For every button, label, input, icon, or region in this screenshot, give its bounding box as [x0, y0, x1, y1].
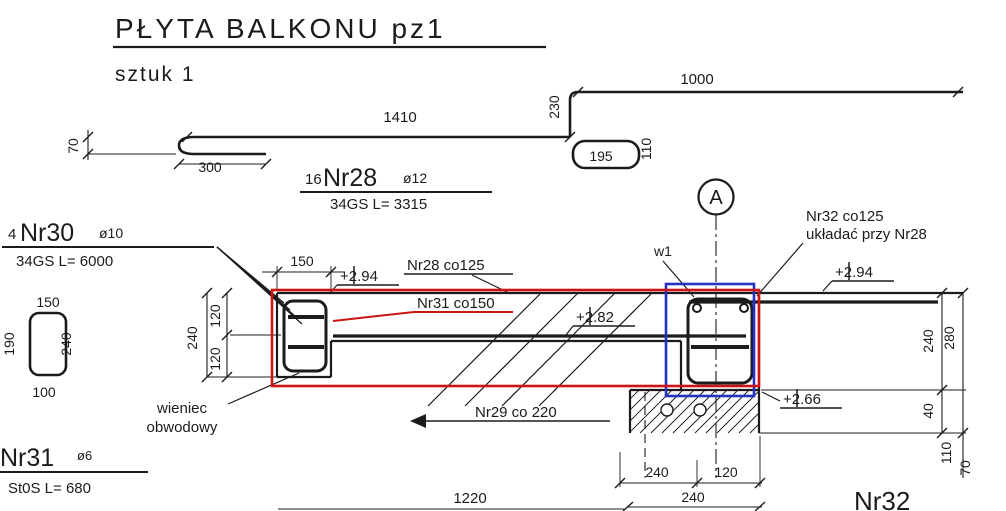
- dim-hook-height: 70: [65, 138, 81, 154]
- nr29-spacing-label: Nr29 co 220: [475, 404, 557, 421]
- nr28-spacing-label: Nr28 co125: [407, 257, 485, 274]
- bar-nr30-steel: 34GS L= 6000: [16, 253, 113, 270]
- dim-right-total: 280: [941, 326, 957, 350]
- bar-nr30-name: Nr30: [20, 219, 74, 247]
- dim-bottom-total: 1220: [453, 490, 486, 507]
- level-marks: +2.94 +2.82 +2.94 +2.66: [328, 262, 894, 409]
- bar-nr30-label: 4 Nr30 ø10 34GS L= 6000: [2, 219, 303, 325]
- nr32-note-line1: Nr32 co125: [806, 208, 884, 225]
- dim-bar-rise: 230: [546, 95, 562, 119]
- nr31-red-leader: [332, 311, 415, 322]
- dim-left-total: 240: [184, 326, 200, 350]
- ring-beam-note: wieniec obwodowy: [147, 372, 300, 436]
- anchor-circle: [693, 403, 707, 417]
- dim-right-drop: 40: [920, 403, 936, 419]
- bar-nr32-name: Nr32: [854, 486, 910, 511]
- bar-nr28-diameter: ø12: [403, 170, 427, 186]
- bar-nr30-diameter: ø10: [99, 225, 123, 241]
- weld-mark-label: w1: [653, 243, 672, 259]
- bar-nr28-name: Nr28: [323, 164, 377, 192]
- dim-bottom-seg1: 240: [645, 464, 669, 480]
- dim-beam-width-label: 150: [290, 253, 314, 269]
- bar-nr28-shape: 70 300 1410 230 1000 195 110: [65, 71, 964, 175]
- nr32-note-line2: układać przy Nr28: [806, 226, 927, 243]
- bar-nr31-label: Nr31 ø6 St0S L= 680: [0, 444, 148, 497]
- stirrup-profile: 150 190 240 100: [1, 294, 74, 400]
- quantity-label: sztuk 1: [115, 63, 196, 86]
- dims-left: 240 120 120: [184, 287, 281, 383]
- axis-label: A: [709, 187, 723, 209]
- section-outline: [275, 291, 963, 392]
- stirrup-outline: [28, 311, 68, 377]
- ring-beam-line1: wieniec: [156, 400, 208, 417]
- rebar-section-dot: [692, 303, 702, 313]
- bar-end-loop: [571, 139, 641, 170]
- dims-bottom: 240 120 240 1220: [278, 436, 766, 511]
- ring-beam-leader: [227, 372, 300, 405]
- left-stirrup: [282, 299, 328, 373]
- right-stirrup: [686, 297, 754, 385]
- dim-right-low2: 70: [957, 460, 973, 476]
- dim-beam-width: 150: [262, 253, 345, 290]
- bar-nr28-label: 16 Nr28 ø12 34GS L= 3315: [300, 164, 492, 213]
- bar-nr31-steel: St0S L= 680: [8, 480, 91, 497]
- dim-right-inner: 240: [920, 329, 936, 353]
- stirrup-dim-bottom: 100: [32, 384, 56, 400]
- bar-nr31-diameter: ø6: [77, 448, 92, 463]
- dim-loop-length: 195: [589, 148, 613, 164]
- dim-bottom-seg3: 240: [681, 489, 705, 505]
- ring-beam-line2: obwodowy: [147, 419, 218, 436]
- bar-nr28-steel: 34GS L= 3315: [330, 196, 427, 213]
- dim-right-low1: 110: [938, 442, 954, 465]
- section-rebar: [282, 293, 938, 407]
- level-beam-bottom: +2.66: [783, 391, 821, 408]
- blue-highlight-box: [664, 282, 756, 398]
- bar-nr28-qty: 16: [305, 171, 322, 188]
- dim-left-upper: 120: [207, 304, 223, 328]
- weld-mark-leader: [662, 260, 695, 298]
- page-title: PŁYTA BALKONU pz1: [115, 13, 446, 44]
- nr29-leader-arrow: [410, 414, 426, 428]
- drawing-header: PŁYTA BALKONU pz1 sztuk 1: [113, 13, 546, 86]
- nr31-spacing-label: Nr31 co150: [417, 295, 495, 312]
- red-highlight-box: [270, 288, 761, 388]
- level-slab-mid: +2.82: [576, 309, 614, 326]
- stirrup-dim-left: 190: [1, 332, 17, 356]
- spacing-labels: Nr28 co125 Nr31 co150 Nr29 co 220: [332, 257, 610, 428]
- anchor-circle: [660, 403, 674, 417]
- stirrup-dim-right: 240: [58, 332, 74, 356]
- dim-bar-length: 1410: [383, 109, 416, 126]
- dims-right: 240 40 280 110 70: [759, 287, 973, 478]
- dim-loop-height: 110: [638, 138, 654, 161]
- rebar-section-dot: [739, 303, 749, 313]
- dim-bottom-seg2: 120: [714, 464, 738, 480]
- dim-hook-length: 300: [198, 159, 222, 175]
- axis-circle: [697, 178, 735, 216]
- level-slab-top-left: +2.94: [340, 268, 378, 285]
- bar-nr30-qty: 4: [8, 226, 16, 243]
- level-slab-top-right: +2.94: [835, 264, 873, 281]
- dim-left-lower: 120: [207, 347, 223, 371]
- bar-nr31-name: Nr31: [0, 444, 54, 472]
- nr32-note-leader: [756, 242, 804, 297]
- nr32-note: Nr32 co125 układać przy Nr28: [756, 208, 927, 297]
- dim-top-length: 1000: [680, 71, 713, 88]
- stirrup-dim-top: 150: [36, 294, 60, 310]
